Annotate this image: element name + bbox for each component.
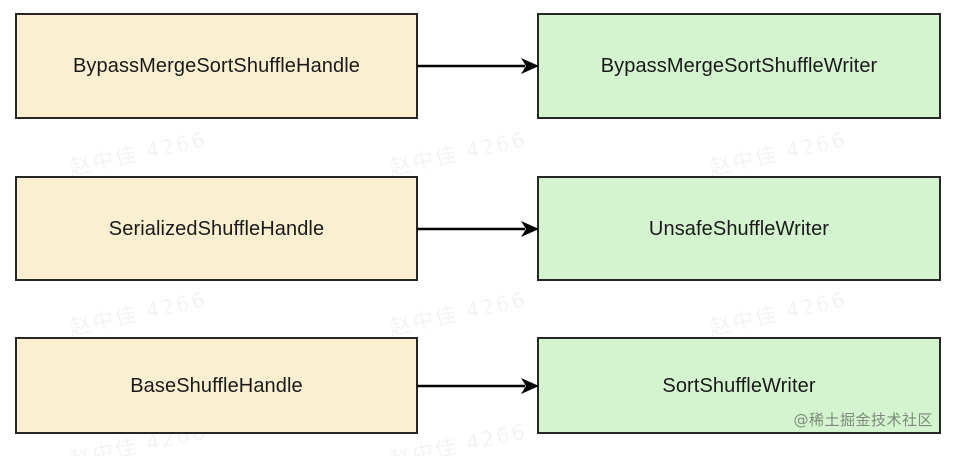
node-unsafe-shuffle-writer[interactable]: UnsafeShuffleWriter <box>537 176 941 281</box>
node-base-shuffle-handle[interactable]: BaseShuffleHandle <box>15 337 418 434</box>
diagram-row: BaseShuffleHandle SortShuffleWriter @稀土掘… <box>0 337 956 434</box>
node-bypass-merge-sort-shuffle-writer[interactable]: BypassMergeSortShuffleWriter <box>537 13 941 119</box>
node-sort-shuffle-writer[interactable]: SortShuffleWriter @稀土掘金技术社区 <box>537 337 941 434</box>
node-label: SortShuffleWriter <box>662 374 816 397</box>
diagram-row: SerializedShuffleHandle UnsafeShuffleWri… <box>0 176 956 281</box>
background-watermark: 赵中佳 4266 <box>67 123 209 181</box>
arrow-handle-to-writer <box>417 217 539 241</box>
node-label: BypassMergeSortShuffleHandle <box>72 55 361 77</box>
arrow-handle-to-writer <box>417 54 539 78</box>
arrow-head-icon <box>521 58 539 74</box>
node-serialized-shuffle-handle[interactable]: SerializedShuffleHandle <box>15 176 418 281</box>
arrow-head-icon <box>521 378 539 394</box>
corner-watermark: @稀土掘金技术社区 <box>793 411 933 429</box>
node-label: BaseShuffleHandle <box>130 374 303 397</box>
arrow-handle-to-writer <box>417 374 539 398</box>
background-watermark: 赵中佳 4266 <box>707 123 849 181</box>
background-watermark: 赵中佳 4266 <box>707 283 849 341</box>
node-label: UnsafeShuffleWriter <box>648 217 830 240</box>
background-watermark: 赵中佳 4266 <box>387 123 529 181</box>
node-bypass-merge-sort-shuffle-handle[interactable]: BypassMergeSortShuffleHandle <box>15 13 418 119</box>
node-label: SerializedShuffleHandle <box>108 217 325 240</box>
background-watermark: 赵中佳 4266 <box>67 283 209 341</box>
background-watermark: 赵中佳 4266 <box>387 283 529 341</box>
diagram-row: BypassMergeSortShuffleHandle BypassMerge… <box>0 13 956 119</box>
arrow-head-icon <box>521 221 539 237</box>
node-label: BypassMergeSortShuffleWriter <box>600 55 878 77</box>
